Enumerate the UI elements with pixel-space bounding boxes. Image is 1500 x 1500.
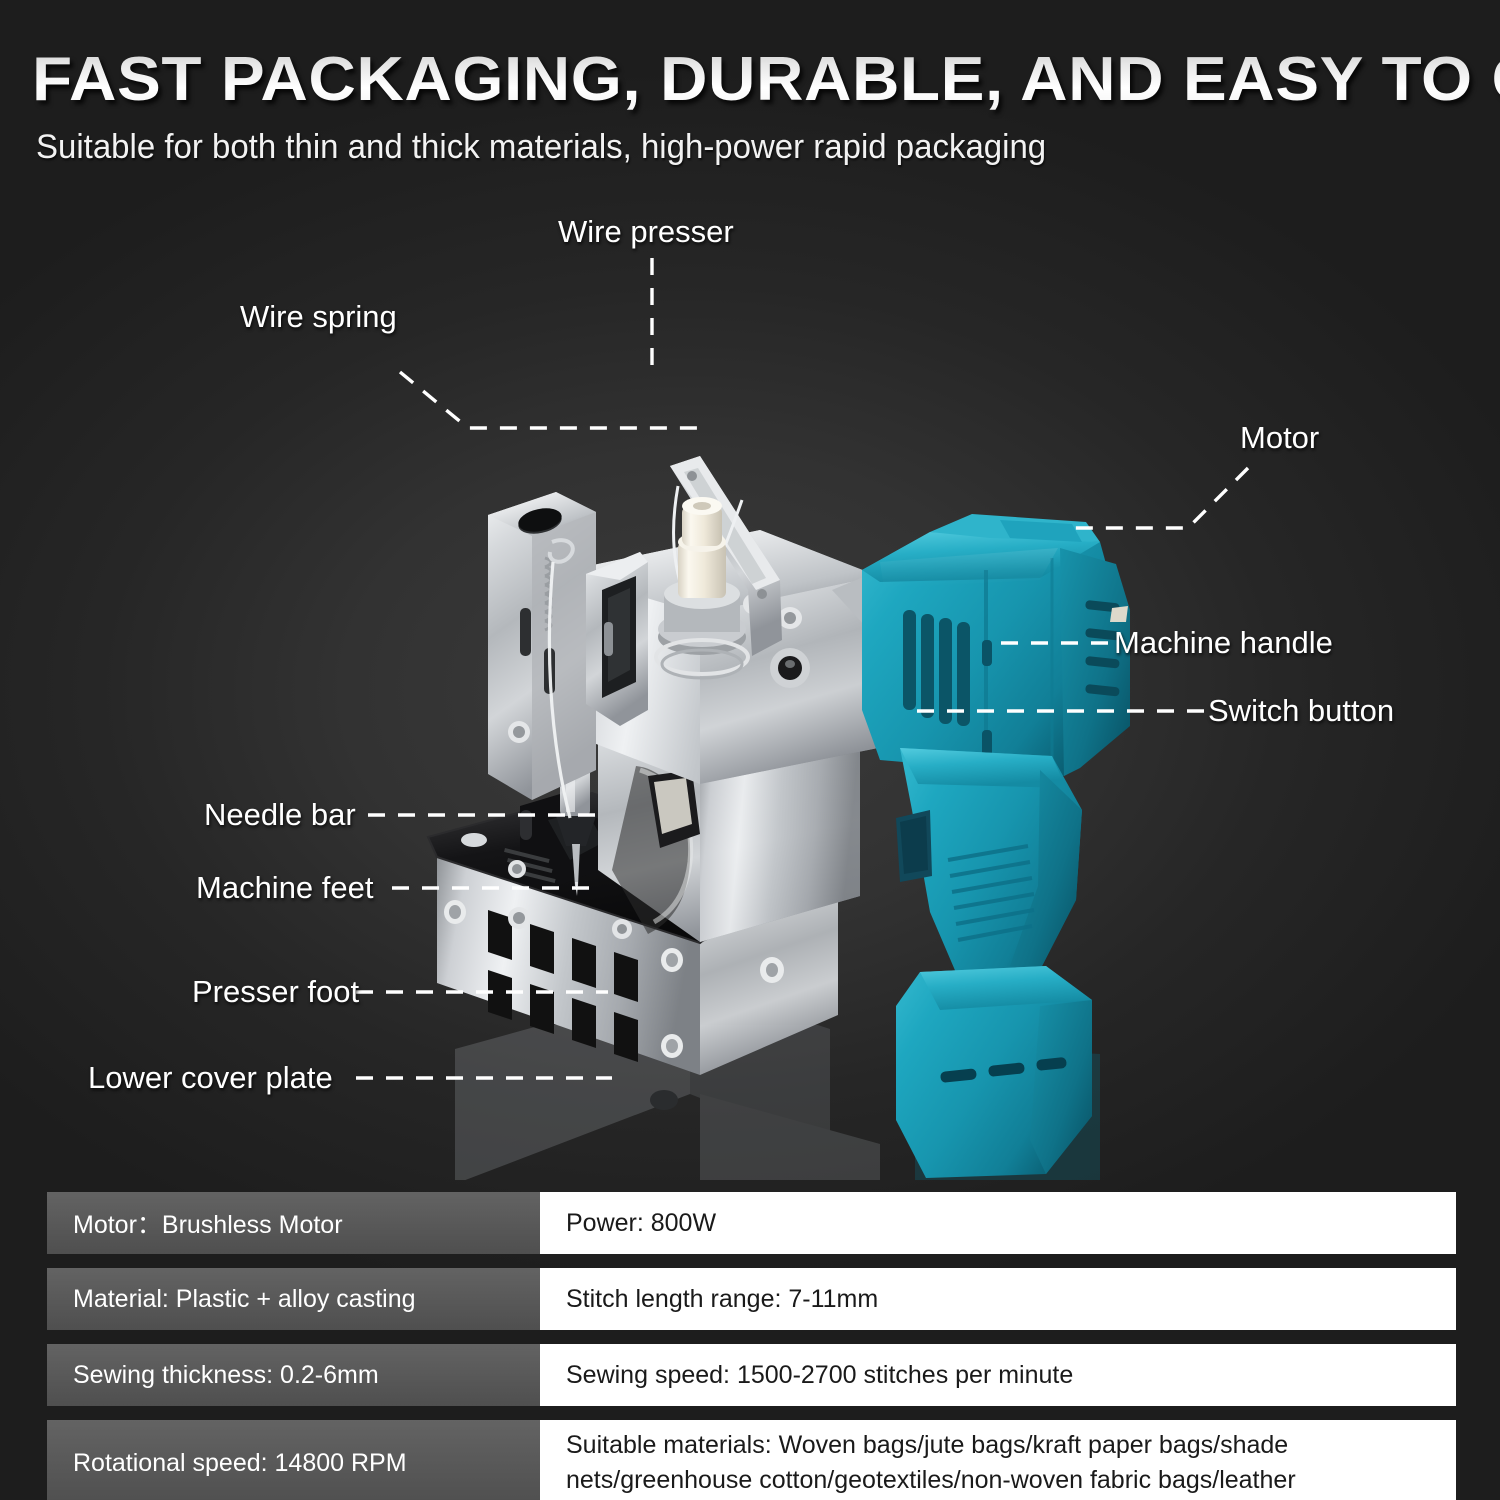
table-row: Sewing thickness: 0.2-6mm Sewing speed: … bbox=[47, 1344, 1456, 1406]
product-illustration bbox=[0, 170, 1500, 1185]
callout-label-machine-handle: Machine handle bbox=[1114, 625, 1333, 660]
product-image bbox=[426, 456, 1130, 1185]
callout-label-wire-spring: Wire spring bbox=[240, 299, 397, 334]
page-subtitle: Suitable for both thin and thick materia… bbox=[36, 128, 1047, 166]
wire-spring-part bbox=[488, 492, 596, 929]
callout-label-motor: Motor bbox=[1240, 420, 1320, 455]
spec-value-power: Power: 800W bbox=[540, 1192, 1456, 1254]
table-row: Motor：Brushless Motor Power: 800W bbox=[47, 1192, 1456, 1254]
callout-label-presser-foot: Presser foot bbox=[192, 974, 360, 1009]
machine-handle-part bbox=[896, 748, 1082, 982]
callout-label-lower-cover-plate: Lower cover plate bbox=[88, 1060, 333, 1095]
leader-motor bbox=[1070, 466, 1250, 530]
callout-label-switch-button: Switch button bbox=[1208, 693, 1395, 728]
page-title: FAST PACKAGING, DURABLE, AND EASY TO CAR… bbox=[32, 44, 1500, 115]
wire-presser-part bbox=[586, 552, 648, 726]
spec-value-suitable-materials: Suitable materials: Woven bags/jute bags… bbox=[540, 1420, 1456, 1500]
header-block: FAST PACKAGING, DURABLE, AND EASY TO CAR… bbox=[0, 0, 1500, 190]
callout-label-wire-presser: Wire presser bbox=[558, 214, 734, 249]
spec-value-stitch-length: Stitch length range: 7-11mm bbox=[540, 1268, 1456, 1330]
thread-tension-spool-part bbox=[654, 497, 750, 680]
spec-label-motor: Motor：Brushless Motor bbox=[47, 1192, 540, 1254]
callout-label-needle-bar: Needle bar bbox=[204, 797, 356, 832]
battery-pack-part bbox=[896, 966, 1092, 1178]
spec-label-sewing-thickness: Sewing thickness: 0.2-6mm bbox=[47, 1344, 540, 1406]
callout-label-machine-feet: Machine feet bbox=[196, 870, 374, 905]
callout-leader-lines bbox=[356, 258, 1250, 1080]
spec-value-sewing-speed: Sewing speed: 1500-2700 stitches per min… bbox=[540, 1344, 1456, 1406]
table-row: Material: Plastic + alloy casting Stitch… bbox=[47, 1268, 1456, 1330]
spec-label-material: Material: Plastic + alloy casting bbox=[47, 1268, 540, 1330]
leader-wire-spring bbox=[398, 370, 700, 430]
machine-body-part bbox=[560, 530, 896, 942]
spec-table: Motor：Brushless Motor Power: 800W Materi… bbox=[47, 1192, 1456, 1500]
spec-label-rotational-speed: Rotational speed: 14800 RPM bbox=[47, 1420, 540, 1500]
table-row: Rotational speed: 14800 RPM Suitable mat… bbox=[47, 1420, 1456, 1500]
